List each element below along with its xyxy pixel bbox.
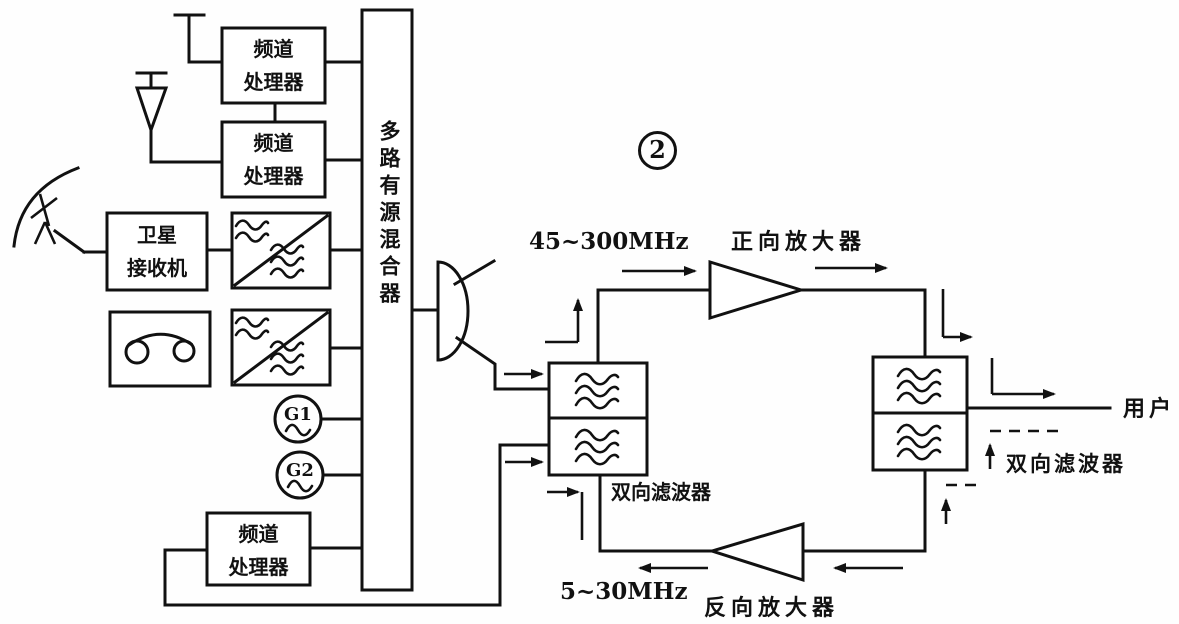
channel-processor-3-label: 频道 处理器 — [228, 522, 289, 579]
channel-processor-2-label: 频道 处理器 — [243, 131, 304, 188]
channel-processor-1-box — [220, 26, 364, 124]
satellite-dish-icon — [12, 166, 109, 255]
modulator-box — [108, 310, 212, 388]
satellite-receiver-box — [105, 211, 234, 292]
reverse-direction-arrows — [505, 429, 1061, 573]
band-filter-2 — [230, 308, 364, 387]
subscriber-label: 用户 — [1123, 396, 1176, 422]
vhf-antenna-icon — [134, 71, 224, 164]
multiplex-mixer-label: 多路有源混合器 — [377, 120, 402, 309]
forward-band-label: 45~300MHz — [529, 228, 689, 255]
reverse-amplifier-icon — [706, 521, 927, 583]
figure-number-badge: 2 — [638, 131, 677, 170]
satellite-receiver-label: 卫星 接收机 — [127, 223, 187, 280]
splitter-icon — [436, 258, 551, 391]
channel-processor-1-label: 频道 处理器 — [243, 37, 304, 94]
signal-generator-1-icon — [273, 394, 364, 444]
forward-amplifier-icon — [708, 259, 927, 359]
channel-processor-3-box — [163, 443, 551, 607]
multiplex-mixer-box — [360, 8, 440, 592]
bidirectional-filter-left-label: 双向滤波器 — [611, 480, 711, 504]
forward-amplifier-label: 正向放大器 — [731, 229, 867, 255]
signal-generator-2-label: G2 — [286, 460, 314, 481]
reverse-band-label: 5~30MHz — [560, 578, 688, 605]
signal-generator-2-icon — [275, 450, 364, 500]
signal-generator-1-label: G1 — [284, 404, 312, 425]
forward-direction-arrows — [504, 263, 1056, 399]
bidirectional-filter-right-box — [871, 355, 1112, 553]
channel-processor-2-box — [220, 120, 364, 199]
dipole-antenna-icon — [173, 13, 224, 64]
reverse-amplifier-label: 反向放大器 — [704, 595, 840, 621]
bidirectional-filter-left-box — [547, 288, 714, 553]
band-filter-1 — [230, 211, 364, 290]
bidirectional-filter-right-label: 双向滤波器 — [1006, 451, 1126, 476]
